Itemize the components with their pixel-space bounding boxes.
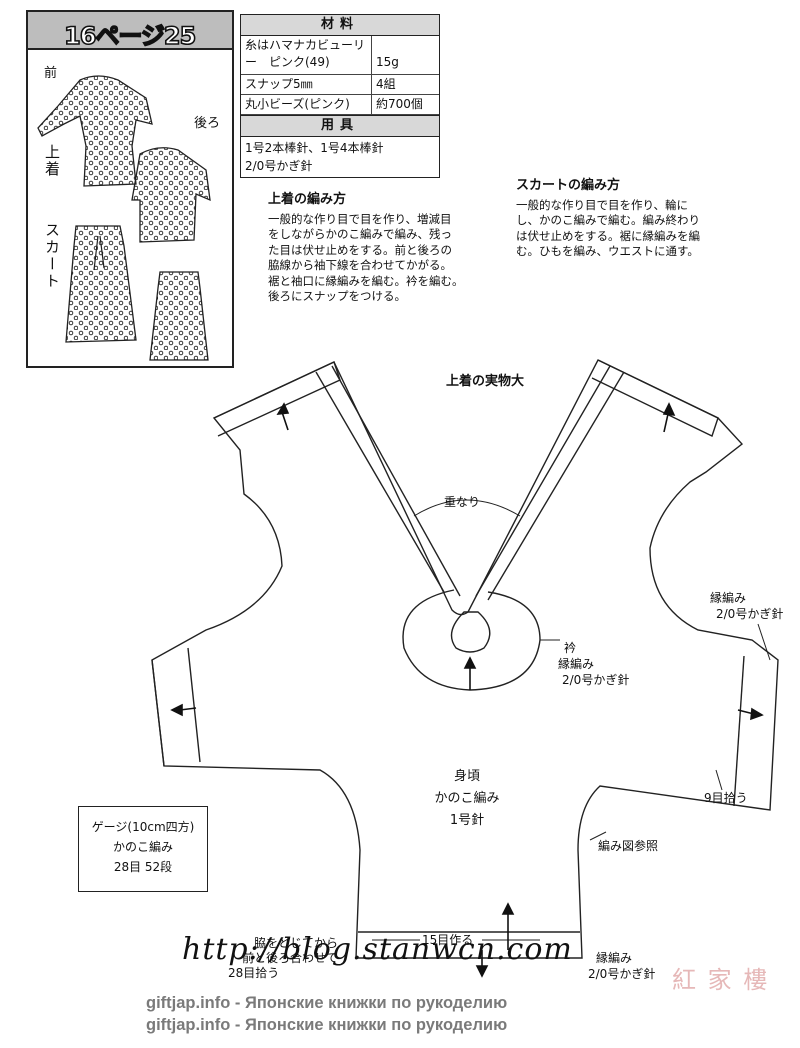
top-instructions: 上着の編み方 一般的な作り目で目を作り、増減目 をしながらかのこ編みで編み、残っ… [268,192,464,305]
material-amount: 15g [376,55,399,69]
material-amount: 約700個 [376,97,423,111]
overlap-label: 重なり [444,495,481,509]
body-label-line: かのこ編み [434,791,500,806]
right-side-cuff [733,655,745,807]
instruction-line: 後ろにスナップをつける。 [268,289,406,303]
side-seam-line: 前と後ろ合わせて [242,951,339,965]
skirt-instructions: スカートの編み方 一般的な作り目で目を作り、輪に し、かのこ編みで編む。編み終わ… [516,178,700,260]
cast-on-label: 15目作る [422,933,474,947]
overlap-arc [413,499,521,517]
sleeve-edge-line: 縁編み [710,591,747,605]
arrow-up-icon [662,402,676,433]
top-instructions-title: 上着の編み方 [268,192,347,207]
hem-edge-label: 縁編み 2/0号かぎ針 [588,950,655,982]
front-top-drawing [37,75,153,187]
back-top-drawing [131,147,211,243]
chart-reference-label: 編み図参照 [598,839,659,853]
side-seam-label: 脇をとじてから 前と後ろ合わせて 28目拾う [226,936,338,981]
title-bar: 16ページ25 [28,12,232,51]
collar-label-line: 縁編み [558,657,595,671]
materials-table: 材料 糸はハマナカビューリー ピンク(49) 15g スナップ5㎜ 4組 丸小ビ… [240,14,440,178]
arrow-right-icon [737,707,764,721]
instruction-line: をしながらかのこ編みで編み、残っ [268,227,452,241]
top-garment-label: 上着 [43,144,61,178]
front-label: 前 [44,66,58,81]
tools-line: 1号2本棒針、1号4本棒針 [245,141,384,155]
tools-line: 2/0号かぎ針 [245,159,313,173]
arrow-up-icon [501,902,515,950]
collar-label-line: 2/0号かぎ針 [562,673,630,687]
skirt-front-drawing [65,225,137,343]
body-outline [151,359,779,959]
material-name: 丸小ビーズ(ピンク) [241,95,372,114]
materials-row: 丸小ビーズ(ピンク) 約700個 [241,95,439,115]
collar-inner [450,611,491,653]
instruction-line: む。ひもを編み、ウエストに通す。 [516,244,699,258]
page-title: 16ページ25 [63,21,197,51]
sleeve-leader [757,623,771,661]
left-cuff-band [213,361,341,437]
left-side-cuff [151,647,201,767]
overlap-line-left [315,371,445,593]
material-amount: 4組 [376,77,396,91]
skirt-back-drawing [149,271,209,361]
instruction-line: 脇線から袖下線を合わせてかがる。 [268,258,452,272]
instruction-line: は伏せ止めをする。裾に縁編みを編 [516,228,700,243]
gauge-line: 28目 52段 [113,860,173,874]
arrow-down-icon [475,950,489,978]
skirt-instructions-title: スカートの編み方 [516,178,621,193]
footer-watermark: giftjap.info - Японские книжки по рукоде… [146,994,508,1012]
gauge-line: かのこ編み [112,840,173,854]
instruction-line: 一般的な作り目で目を作り、輪に [516,197,689,212]
chart-ref-leader [589,831,607,841]
pick-up-leader [715,769,723,791]
instruction-line: 裾と袖口に縁編みを編む。衿を編む。 [268,273,464,288]
tools-header: 用具 [241,115,439,137]
materials-row: 糸はハマナカビューリー ピンク(49) 15g [241,36,439,75]
body-label-line: 身頃 [453,769,480,784]
instruction-line: し、かのこ編みで編む。編み終わり [516,213,700,227]
material-name: 糸はハマナカビューリー ピンク(49) [241,36,372,74]
body-label-line: 1号針 [449,813,485,828]
sleeve-edge-label: 縁編み 2/0号かぎ針 [710,590,783,622]
body-label: 身頃 かのこ編み 1号針 [412,766,522,832]
logo-watermark: 紅 家 樓 [672,966,770,994]
overlap-line-right [475,365,611,597]
instruction-line: 一般的な作り目で目を作り、増減目 [268,211,452,226]
garment-illustrations [37,75,211,361]
arrow-left-icon [170,703,197,717]
material-name: スナップ5㎜ [241,75,372,94]
title-panel: 16ページ25 前 後ろ 上着 スカート [26,10,234,368]
diagram-title: 上着の実物大 [446,374,525,389]
collar-label-line: 衿 [564,641,577,655]
hem-edge-line: 2/0号かぎ針 [588,967,656,981]
side-seam-line: 28目拾う [228,966,280,980]
pick-up-label: 9目拾う [704,791,748,805]
arrow-up-icon [463,656,477,690]
collar-label: 衿 縁編み 2/0号かぎ針 [556,640,646,688]
side-seam-line: 脇をとじてから [254,936,339,950]
gauge-box: ゲージ(10cm四方) かのこ編み 28目 52段 [78,806,208,892]
overlap-line-right-inner [487,371,625,601]
skirt-label: スカート [43,222,61,290]
materials-row: スナップ5㎜ 4組 [241,75,439,95]
hem-edge-line: 縁編み [596,951,633,965]
footer-watermark: giftjap.info - Японские книжки по рукоде… [146,1016,508,1034]
blog-url-watermark: http://blog.stanwcn.com [182,932,573,967]
back-label: 後ろ [194,116,221,131]
overlap-line-left-inner [331,365,461,597]
materials-header: 材料 [241,15,439,36]
arrow-up-icon [276,402,290,431]
tools-list: 1号2本棒針、1号4本棒針 2/0号かぎ針 [241,137,439,177]
right-cuff-band [591,359,719,437]
sleeve-edge-line: 2/0号かぎ針 [716,607,784,621]
instruction-line: た目は伏せ止めをする。前と後ろの [268,242,452,257]
gauge-line: ゲージ(10cm四方) [91,820,195,834]
